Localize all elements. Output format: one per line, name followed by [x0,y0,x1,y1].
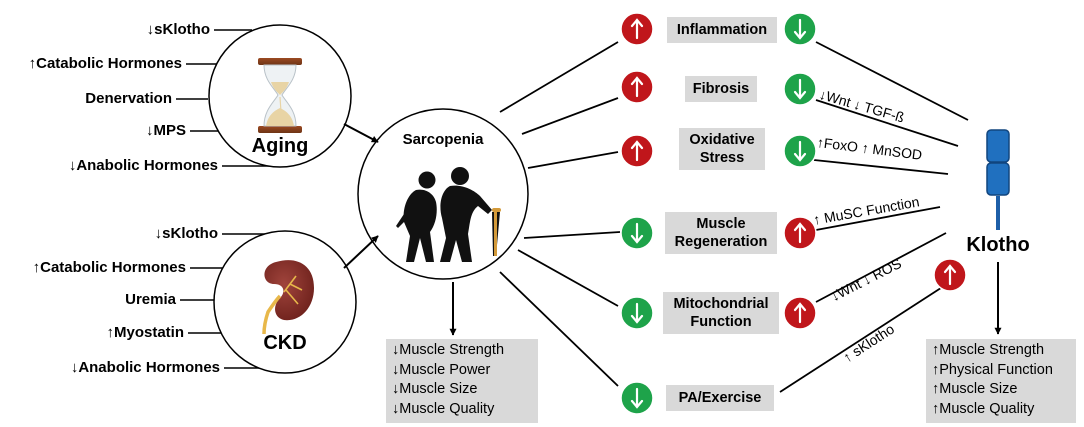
klotho-down-marker-1 [783,12,817,46]
klotho-down-marker-3 [783,134,817,168]
ckd-title: CKD [263,332,307,354]
pathway-label: Fibrosis [692,81,750,97]
klotho-up-marker-6 [933,258,967,292]
sarcopenia-up-marker-2 [620,70,654,104]
pathway-fibrosis: Fibrosis [685,76,757,102]
sarcopenia-outcome-2: ↓Muscle Power [392,361,491,378]
kidney-icon [262,260,314,335]
klotho-up-marker-5 [783,296,817,330]
sarcopenia-title: Sarcopenia [402,131,484,148]
ckd-factor-4: ↑Myostatin [106,324,184,341]
sarcopenia-outcome-1: ↓Muscle Strength [392,342,505,358]
pathway-muscle-regeneration: Muscle Regeneration [665,212,777,254]
sarcopenia-up-marker-3 [620,134,654,168]
pathway-inflammation: Inflammation [667,17,777,43]
aging-factor-3: Denervation [85,90,172,107]
ckd-factor-5: ↓Anabolic Hormones [70,359,220,376]
klotho-markers [783,12,967,330]
ckd-factor-2: ↑Catabolic Hormones [32,259,186,276]
sarcopenia-outcome-3: ↓Muscle Size [392,381,478,397]
elderly-couple-icon [396,167,501,262]
sarcopenia-markers [620,12,654,415]
pathway-label-line-2: Stress [699,150,745,166]
aging-factor-1: ↓sKlotho [146,21,210,38]
sarcopenia-up-marker-1 [620,12,654,46]
pathway-label-line-1: Mitochondrial [673,296,769,312]
ckd-factor-3: Uremia [125,291,176,308]
klotho-outcomes-box: ↑Muscle Strength ↑Physical Function ↑Mus… [926,339,1076,423]
sarcopenia-down-marker-4 [620,216,654,250]
pathway-oxidative-stress: Oxidative Stress [679,128,765,170]
hourglass-icon [258,58,302,133]
ckd-to-sarcopenia-arrow [343,235,379,269]
klotho-title: Klotho [966,234,1030,256]
pathway-label-line-2: Function [690,314,752,330]
sarcopenia-outcomes-box: ↓Muscle Strength ↓Muscle Power ↓Muscle S… [386,339,538,423]
aging-title: Aging [251,135,309,157]
pathway-label: PA/Exercise [678,390,762,406]
klotho-outcome-4: ↑Muscle Quality [932,400,1035,417]
aging-factor-2: ↑Catabolic Hormones [28,55,182,72]
aging-factor-5: ↓Anabolic Hormones [68,157,218,174]
sarcopenia-down-marker-5 [620,296,654,330]
sarcopenia-pathway-lines [499,41,621,387]
klotho-outcome-1: ↑Muscle Strength [932,342,1045,358]
pathway-pa-exercise: PA/Exercise [666,385,774,411]
pathway-label-line-1: Muscle [696,216,746,232]
sarcopenia-down-marker-6 [620,381,654,415]
klotho-protein-icon [986,129,1010,230]
ckd-factor-1: ↓sKlotho [154,225,218,242]
pathway-label: Inflammation [676,22,768,38]
sarcopenia-outcome-4: ↓Muscle Quality [392,400,495,417]
pathway-label-line-1: Oxidative [689,132,755,148]
klotho-up-marker-4 [783,216,817,250]
aging-to-sarcopenia-arrow [343,123,379,143]
pathway-label-line-2: Regeneration [674,234,768,250]
klotho-outcome-3: ↑Muscle Size [932,381,1018,397]
pathway-mitochondrial-function: Mitochondrial Function [663,292,779,334]
aging-factor-4: ↓MPS [145,122,186,139]
klotho-down-marker-2 [783,72,817,106]
klotho-pathway-lines [779,41,969,393]
klotho-outcome-2: ↑Physical Function [932,361,1053,378]
